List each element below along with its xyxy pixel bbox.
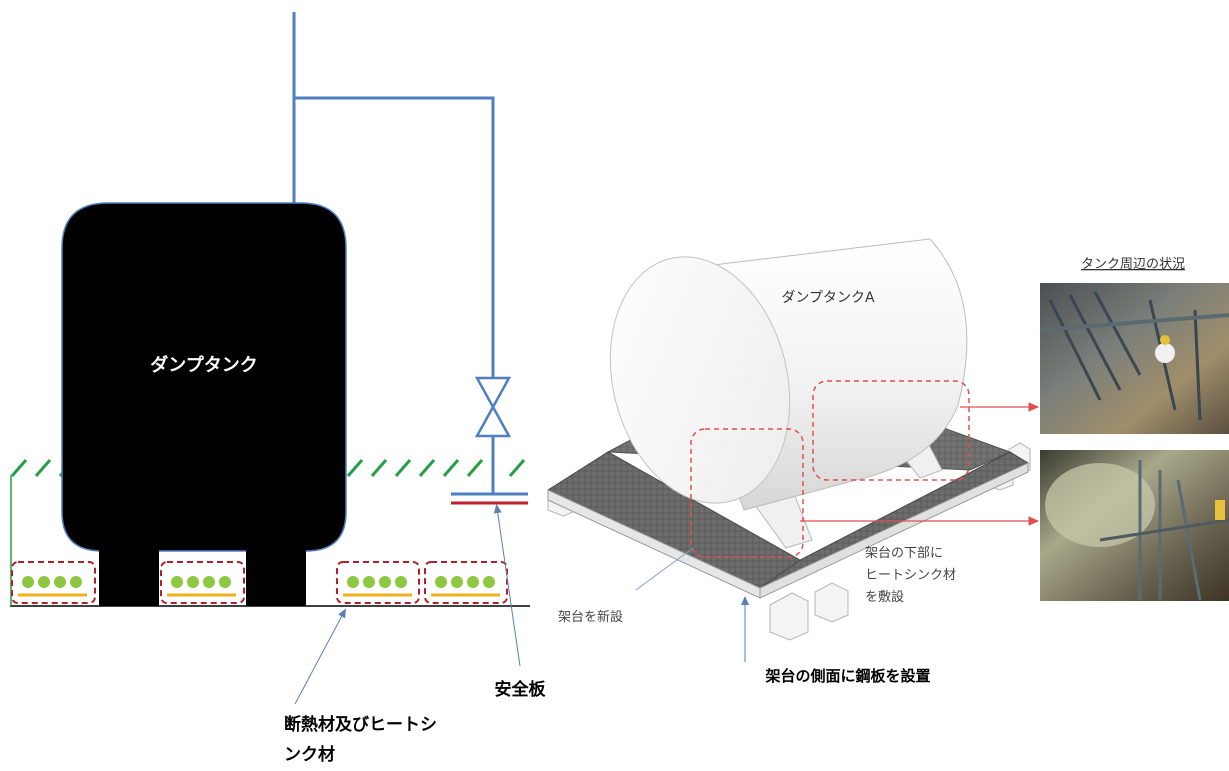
steel-plate-caption: 架台の側面に鋼板を設置: [764, 667, 930, 685]
heatsink-box-1: [11, 561, 96, 604]
new-frame-label: 架台を新設: [558, 609, 623, 625]
insulation-arrow: [294, 608, 346, 705]
safety-plate-arrow: [493, 504, 521, 667]
safety-plate-label: 安全板: [495, 679, 547, 700]
insulation-label-line2: ンク材: [284, 744, 335, 765]
tank-leg-left: [99, 548, 159, 606]
site-photo-upper: [1039, 283, 1229, 434]
status-heading: タンク周辺の状況: [1081, 257, 1185, 272]
dump-tank: [61, 202, 347, 552]
heatsink-box-4: [424, 561, 508, 604]
dump-tank-label: ダンプタンク: [150, 354, 257, 376]
right-diagram: ダンプタンクA 架台を新設 架台の下部に ヒートシンク材 を敷設 架台の側面に鋼…: [546, 238, 1229, 685]
heatsink-note-line3: を敷設: [865, 589, 904, 605]
safety-plate-icon: [451, 492, 528, 505]
valve-icon: [474, 376, 512, 438]
heatsink-box-2: [160, 561, 245, 604]
heatsink-box-3: [336, 561, 420, 604]
tank-leg-right: [246, 548, 306, 606]
callout-box-lower: [690, 428, 804, 558]
heatsink-note-line2: ヒートシンク材: [865, 568, 956, 583]
callout-box-upper: [812, 380, 970, 481]
new-frame-leader: [635, 547, 694, 591]
tank-a-cylinder: [609, 238, 968, 511]
left-diagram: ダンプタンク 安全板 断熱材及びヒートシ ンク材: [10, 12, 546, 765]
site-photo-lower: [1040, 450, 1229, 601]
insulation-label-line1: 断熱材及びヒートシ: [284, 714, 437, 735]
heatsink-note-line1: 架台の下部に: [865, 546, 943, 561]
tank-a-label: ダンプタンクA: [781, 290, 875, 306]
branch-pipe: [294, 96, 495, 378]
